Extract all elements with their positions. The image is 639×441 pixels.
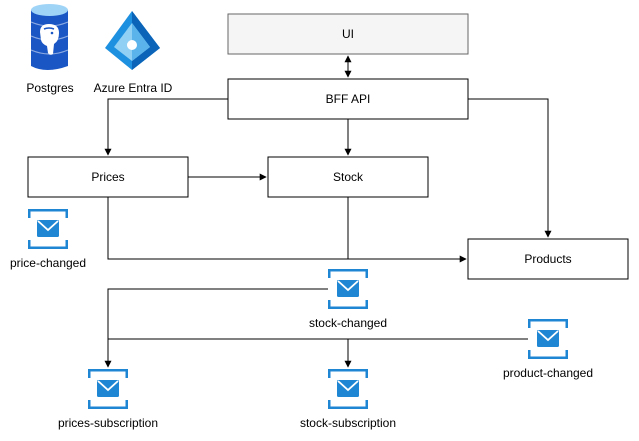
product-changed-label: product-changed: [503, 366, 593, 380]
stock-changed-to-prices-subscription-arrow: [104, 288, 328, 368]
products-label: Products: [524, 252, 571, 266]
prices-to-products-arrow: [107, 197, 467, 263]
postgres-label: Postgres: [26, 81, 73, 95]
bff-to-products-arrow: [468, 98, 552, 238]
stock-changed-label: stock-changed: [309, 316, 387, 330]
stock-subscription-label: stock-subscription: [300, 416, 396, 430]
bff-api-label: BFF API: [326, 92, 371, 106]
stock-label: Stock: [333, 170, 364, 184]
azure-entra-id-icon: [105, 11, 160, 70]
bff-api-box: [227, 78, 469, 120]
postgres-icon: [30, 4, 69, 70]
price-changed-queue-icon: [28, 209, 68, 249]
stock-box: [267, 156, 429, 198]
azure-entra-id-label: Azure Entra ID: [94, 81, 173, 95]
prices-box: [27, 156, 189, 198]
ui-label: UI: [342, 27, 354, 41]
prices-label: Prices: [91, 170, 124, 184]
prices-subscription-queue-icon: [88, 369, 128, 409]
bff-to-prices-arrow: [104, 98, 228, 156]
product-changed-queue-icon: [528, 319, 568, 359]
products-box: [467, 238, 629, 280]
prices-subscription-label: prices-subscription: [58, 416, 158, 430]
ui-box: [227, 13, 469, 55]
stock-changed-queue-icon: [328, 269, 368, 309]
price-changed-label: price-changed: [10, 256, 86, 270]
stock-subscription-queue-icon: [328, 369, 368, 409]
